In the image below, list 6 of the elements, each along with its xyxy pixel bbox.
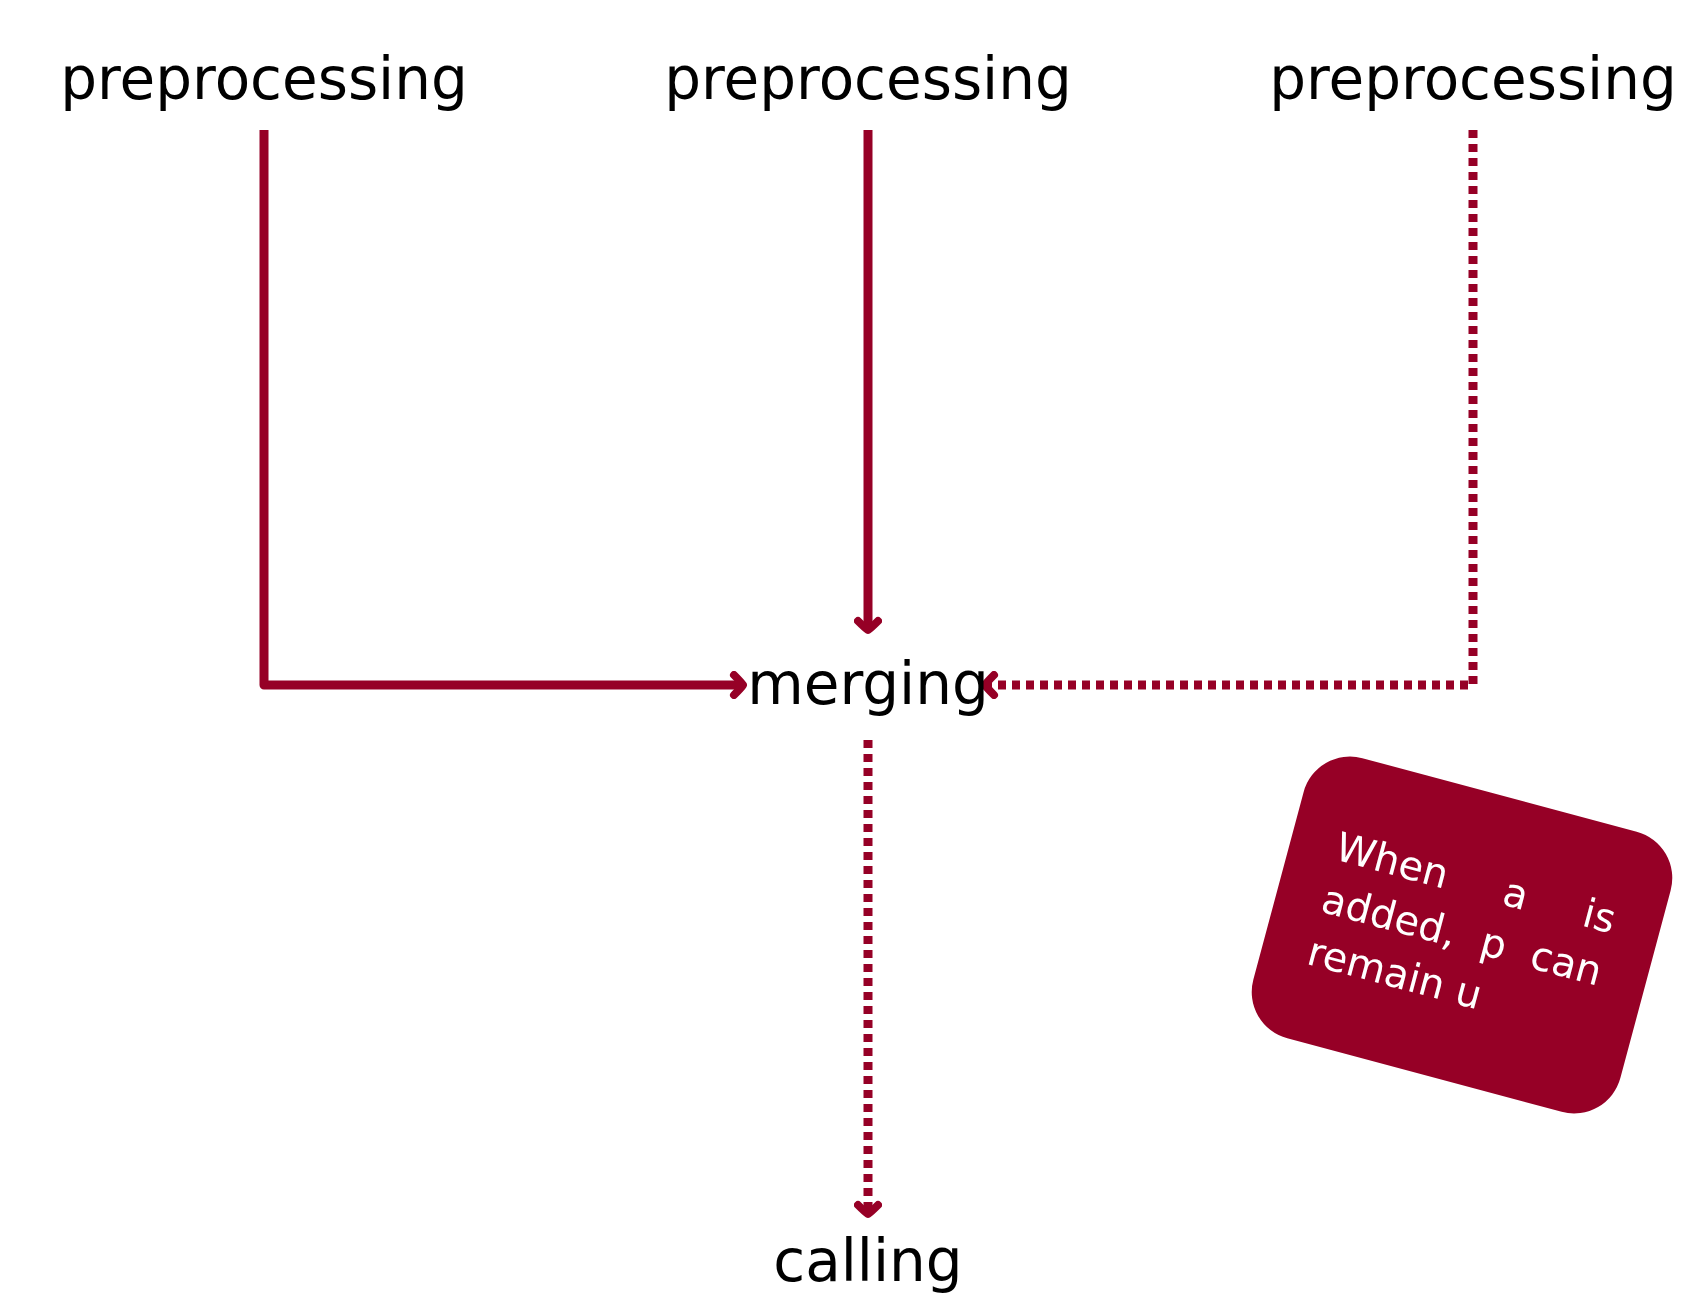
step-label: preprocessing (60, 48, 468, 112)
step-label: preprocessing (1269, 48, 1677, 112)
step-label: preprocessing (664, 48, 1072, 112)
step-label: merging (747, 653, 989, 717)
step-label: calling (773, 1230, 963, 1294)
note-text: When a is added, p can remain u (1302, 822, 1622, 1021)
